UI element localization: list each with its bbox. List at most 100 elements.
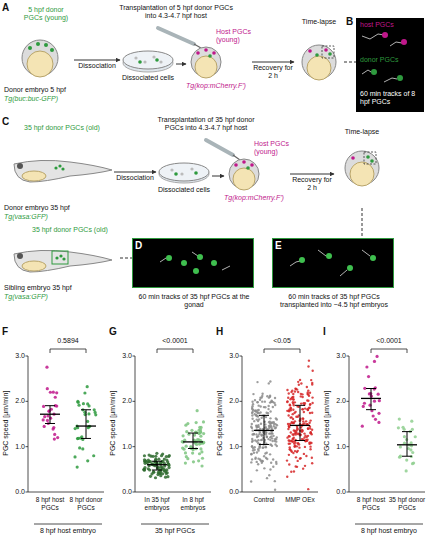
data-point: [308, 359, 310, 361]
axis-tick: [26, 492, 29, 493]
eye: [17, 253, 23, 259]
donor-pgc: [371, 69, 377, 75]
data-point: [251, 427, 253, 429]
data-point: [266, 436, 268, 438]
significance-bracket: [264, 349, 300, 353]
data-point: [259, 411, 261, 413]
data-point: [251, 412, 253, 414]
data-point: [196, 438, 199, 441]
figure-label: Transplantation of 5 hpf donor PGCs into…: [118, 4, 234, 21]
data-point: [142, 468, 145, 471]
stage-box: 35 hpf donor PGCs (old) Sibling embryo 35…: [4, 226, 120, 303]
panel-letter: C: [2, 116, 14, 128]
data-point: [290, 440, 292, 442]
dish: [159, 163, 209, 181]
axis-tick: [133, 356, 136, 357]
data-point: [302, 420, 304, 422]
node-label: Tg(kop:mCherry.F'): [186, 82, 252, 90]
data-point: [274, 440, 276, 442]
data-point: [261, 392, 263, 394]
data-point: [269, 417, 271, 419]
gfp-pgc: [44, 43, 48, 47]
embryo: [345, 151, 379, 185]
edge-label: Recovery for 2 h: [290, 176, 334, 193]
data-point: [258, 446, 260, 448]
group-bracket: [34, 524, 102, 525]
data-point: [195, 421, 198, 424]
data-point: [254, 439, 256, 441]
data-point: [288, 392, 290, 394]
track: [362, 34, 384, 39]
axis-tick: [26, 356, 29, 357]
stage-box: Host PGCs (young)Tg(kop:mCherry.F'): [224, 140, 290, 204]
node-label: 35 hpf donor PGCs (old): [32, 226, 120, 234]
data-point: [266, 477, 268, 479]
data-point: [191, 451, 194, 454]
axis-tick: [133, 401, 136, 402]
pgc: [211, 260, 217, 266]
data-point: [300, 395, 302, 397]
axis-title: PGC speed [µm/min]: [109, 373, 117, 473]
data-point: [308, 395, 310, 397]
pgc: [299, 257, 305, 263]
data-point: [86, 402, 89, 405]
data-point: [259, 405, 261, 407]
dot-plot: [133, 349, 212, 524]
data-point: [286, 389, 288, 391]
panel-letter: H: [216, 326, 228, 338]
data-point: [292, 408, 294, 410]
data-point: [276, 436, 278, 438]
data-point: [269, 395, 271, 397]
data-point: [273, 421, 275, 423]
panel-letter: D: [135, 240, 145, 252]
blastoderm: [229, 159, 259, 189]
gfp-pgc: [194, 171, 198, 175]
node-label: Sibling embryo 35 hpf: [4, 284, 120, 292]
figure-label: 3.0: [219, 352, 239, 360]
data-point: [403, 428, 406, 431]
data-point: [199, 430, 202, 433]
node-label: Donor embryo 35 hpf: [4, 204, 114, 212]
data-point: [46, 387, 49, 390]
data-point: [42, 418, 45, 421]
data-point: [86, 459, 89, 462]
data-point: [307, 427, 309, 429]
data-point: [252, 429, 254, 431]
data-point: [259, 431, 261, 433]
data-point: [288, 443, 290, 445]
data-point: [251, 405, 253, 407]
iqr-cap: [259, 444, 269, 445]
data-point: [297, 391, 299, 393]
iqr-cap: [81, 409, 91, 410]
data-point: [272, 458, 274, 460]
data-point: [294, 432, 296, 434]
data-point: [306, 386, 308, 388]
data-point: [303, 453, 305, 455]
data-point: [288, 454, 290, 456]
data-point: [254, 458, 256, 460]
zoom-line: [120, 258, 132, 259]
gfp-pgc: [28, 46, 32, 50]
micrograph: [356, 18, 424, 112]
process-arrow: [114, 172, 156, 173]
host-pgc: [382, 32, 388, 38]
iqr-bar: [300, 405, 301, 440]
data-point: [288, 426, 290, 428]
data-point: [182, 448, 185, 451]
data-point: [308, 422, 310, 424]
data-point: [310, 379, 312, 381]
data-point: [184, 451, 187, 454]
data-point: [411, 462, 414, 465]
pgc: [347, 265, 353, 271]
data-point: [154, 455, 157, 458]
data-point: [377, 412, 380, 415]
axis-tick: [133, 446, 136, 447]
data-point: [311, 383, 313, 385]
figure-label: 0.5894: [43, 337, 93, 345]
data-point: [297, 442, 299, 444]
data-point: [291, 433, 293, 435]
track: [192, 252, 198, 256]
data-point: [294, 390, 296, 392]
data-point: [198, 442, 201, 445]
y-axis: [28, 356, 29, 492]
